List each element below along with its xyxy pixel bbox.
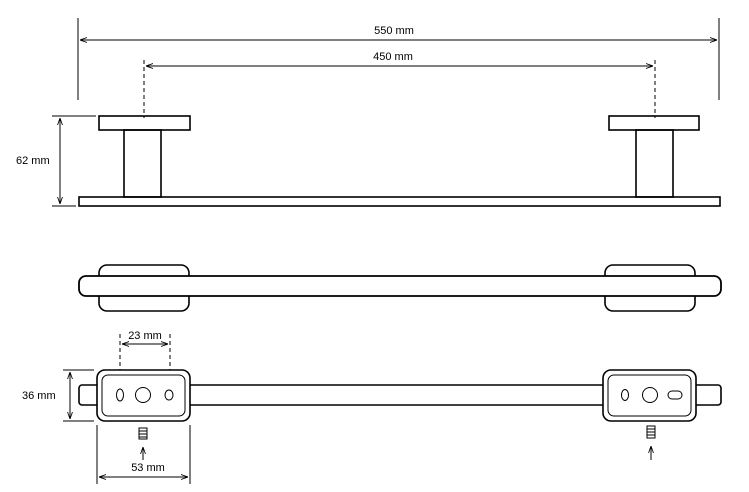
mount-spacing-label: 450 mm	[373, 51, 413, 63]
back-view	[78, 369, 722, 422]
base-height-dimension: 36 mm	[22, 369, 94, 422]
top-view	[78, 264, 722, 312]
base-height-label: 36 mm	[22, 390, 56, 402]
base-width-label: 53 mm	[131, 462, 165, 474]
mount-spacing-dimension: 450 mm	[143, 51, 656, 118]
left-screw-icon	[138, 427, 148, 460]
overall-length-label: 550 mm	[374, 25, 414, 37]
projection-label: 62 mm	[16, 155, 50, 167]
hole-spacing-label: 23 mm	[128, 330, 162, 342]
projection-dimension: 62 mm	[16, 115, 96, 207]
right-screw-icon	[646, 425, 656, 460]
overall-length-dimension: 550 mm	[77, 18, 720, 100]
base-width-dimension: 53 mm	[96, 425, 191, 484]
hole-spacing-dimension: 23 mm	[119, 330, 171, 382]
front-view	[78, 115, 721, 207]
